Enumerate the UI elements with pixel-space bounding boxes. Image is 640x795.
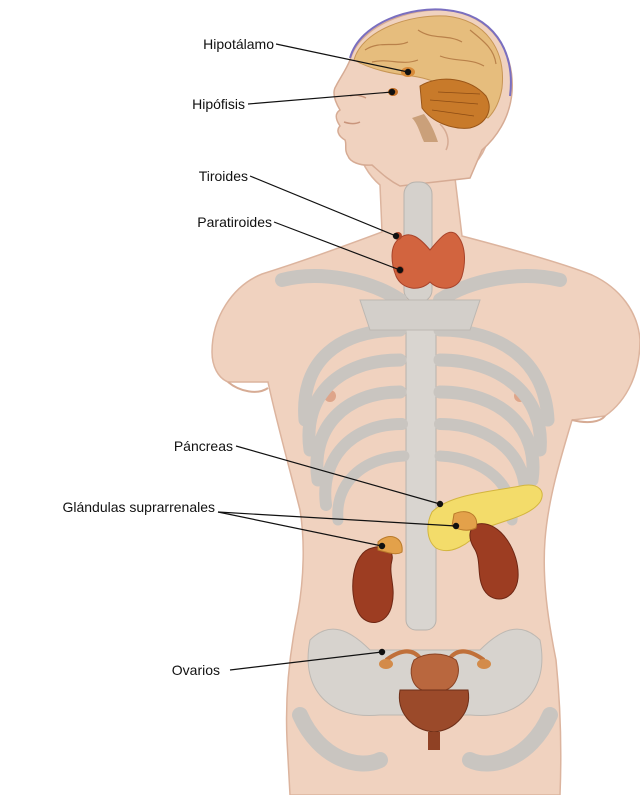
dot-pituitary (389, 89, 394, 94)
dot-ovaries (379, 649, 384, 654)
uterus (411, 654, 458, 690)
arm-stump-left (228, 382, 268, 392)
sternum-top (360, 300, 480, 330)
dot-thyroid (393, 233, 398, 238)
spine (406, 300, 436, 630)
label-thyroid: Tiroides (199, 168, 248, 184)
dot-adrenal-right (453, 523, 458, 528)
dot-pancreas (437, 501, 442, 506)
urethra (428, 732, 440, 750)
kidney-left (353, 547, 393, 623)
dot-parathyroid (397, 267, 402, 272)
label-pancreas: Páncreas (174, 438, 233, 454)
label-hypothalamus: Hipotálamo (203, 36, 274, 52)
label-adrenal: Glándulas suprarrenales (62, 499, 215, 515)
ovary-left (379, 659, 393, 669)
head (334, 9, 512, 186)
ovary-right (477, 659, 491, 669)
label-pituitary: Hipófisis (192, 96, 245, 112)
dot-hypothalamus (405, 69, 410, 74)
label-parathyroid: Paratiroides (197, 214, 272, 230)
dot-adrenal-left (379, 543, 384, 548)
label-ovaries: Ovarios (172, 662, 220, 678)
